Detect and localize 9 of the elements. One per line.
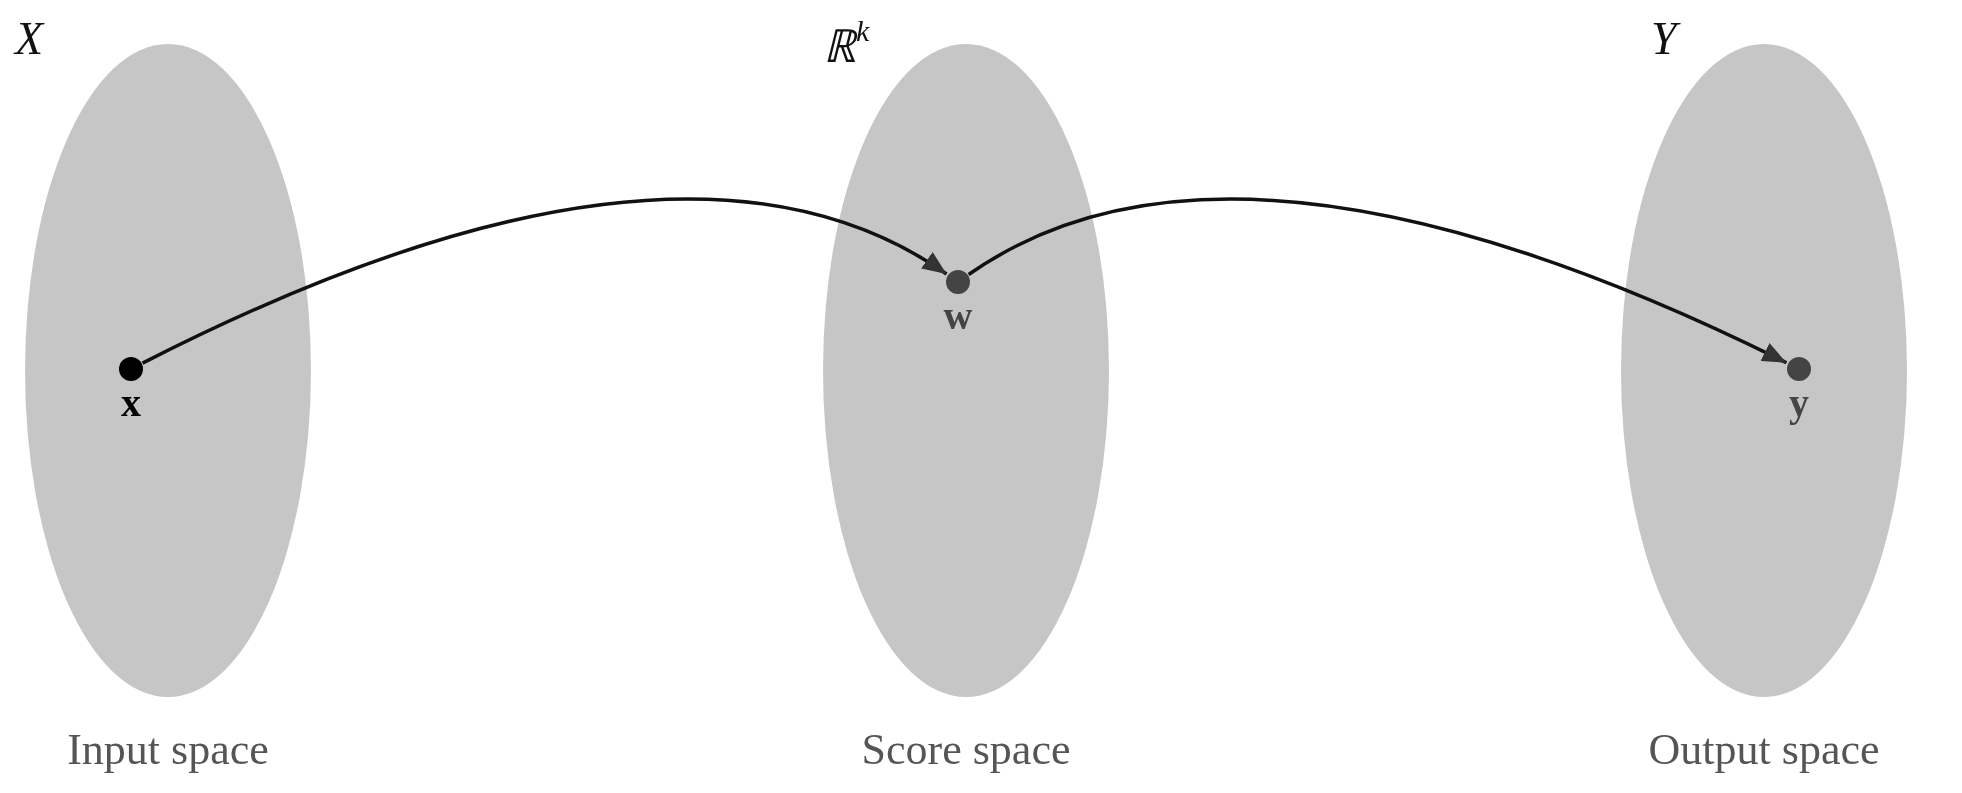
mapping-arrow: [967, 197, 1788, 365]
point-label: x: [121, 383, 141, 423]
space-caption: Output space: [1648, 727, 1880, 774]
point-label: y: [1789, 383, 1809, 423]
space-caption: Input space: [67, 727, 269, 774]
space-caption: Score space: [861, 727, 1071, 774]
point-label: w: [943, 296, 973, 336]
set-symbol: X: [15, 16, 44, 62]
mapping-arrow: [141, 197, 948, 365]
